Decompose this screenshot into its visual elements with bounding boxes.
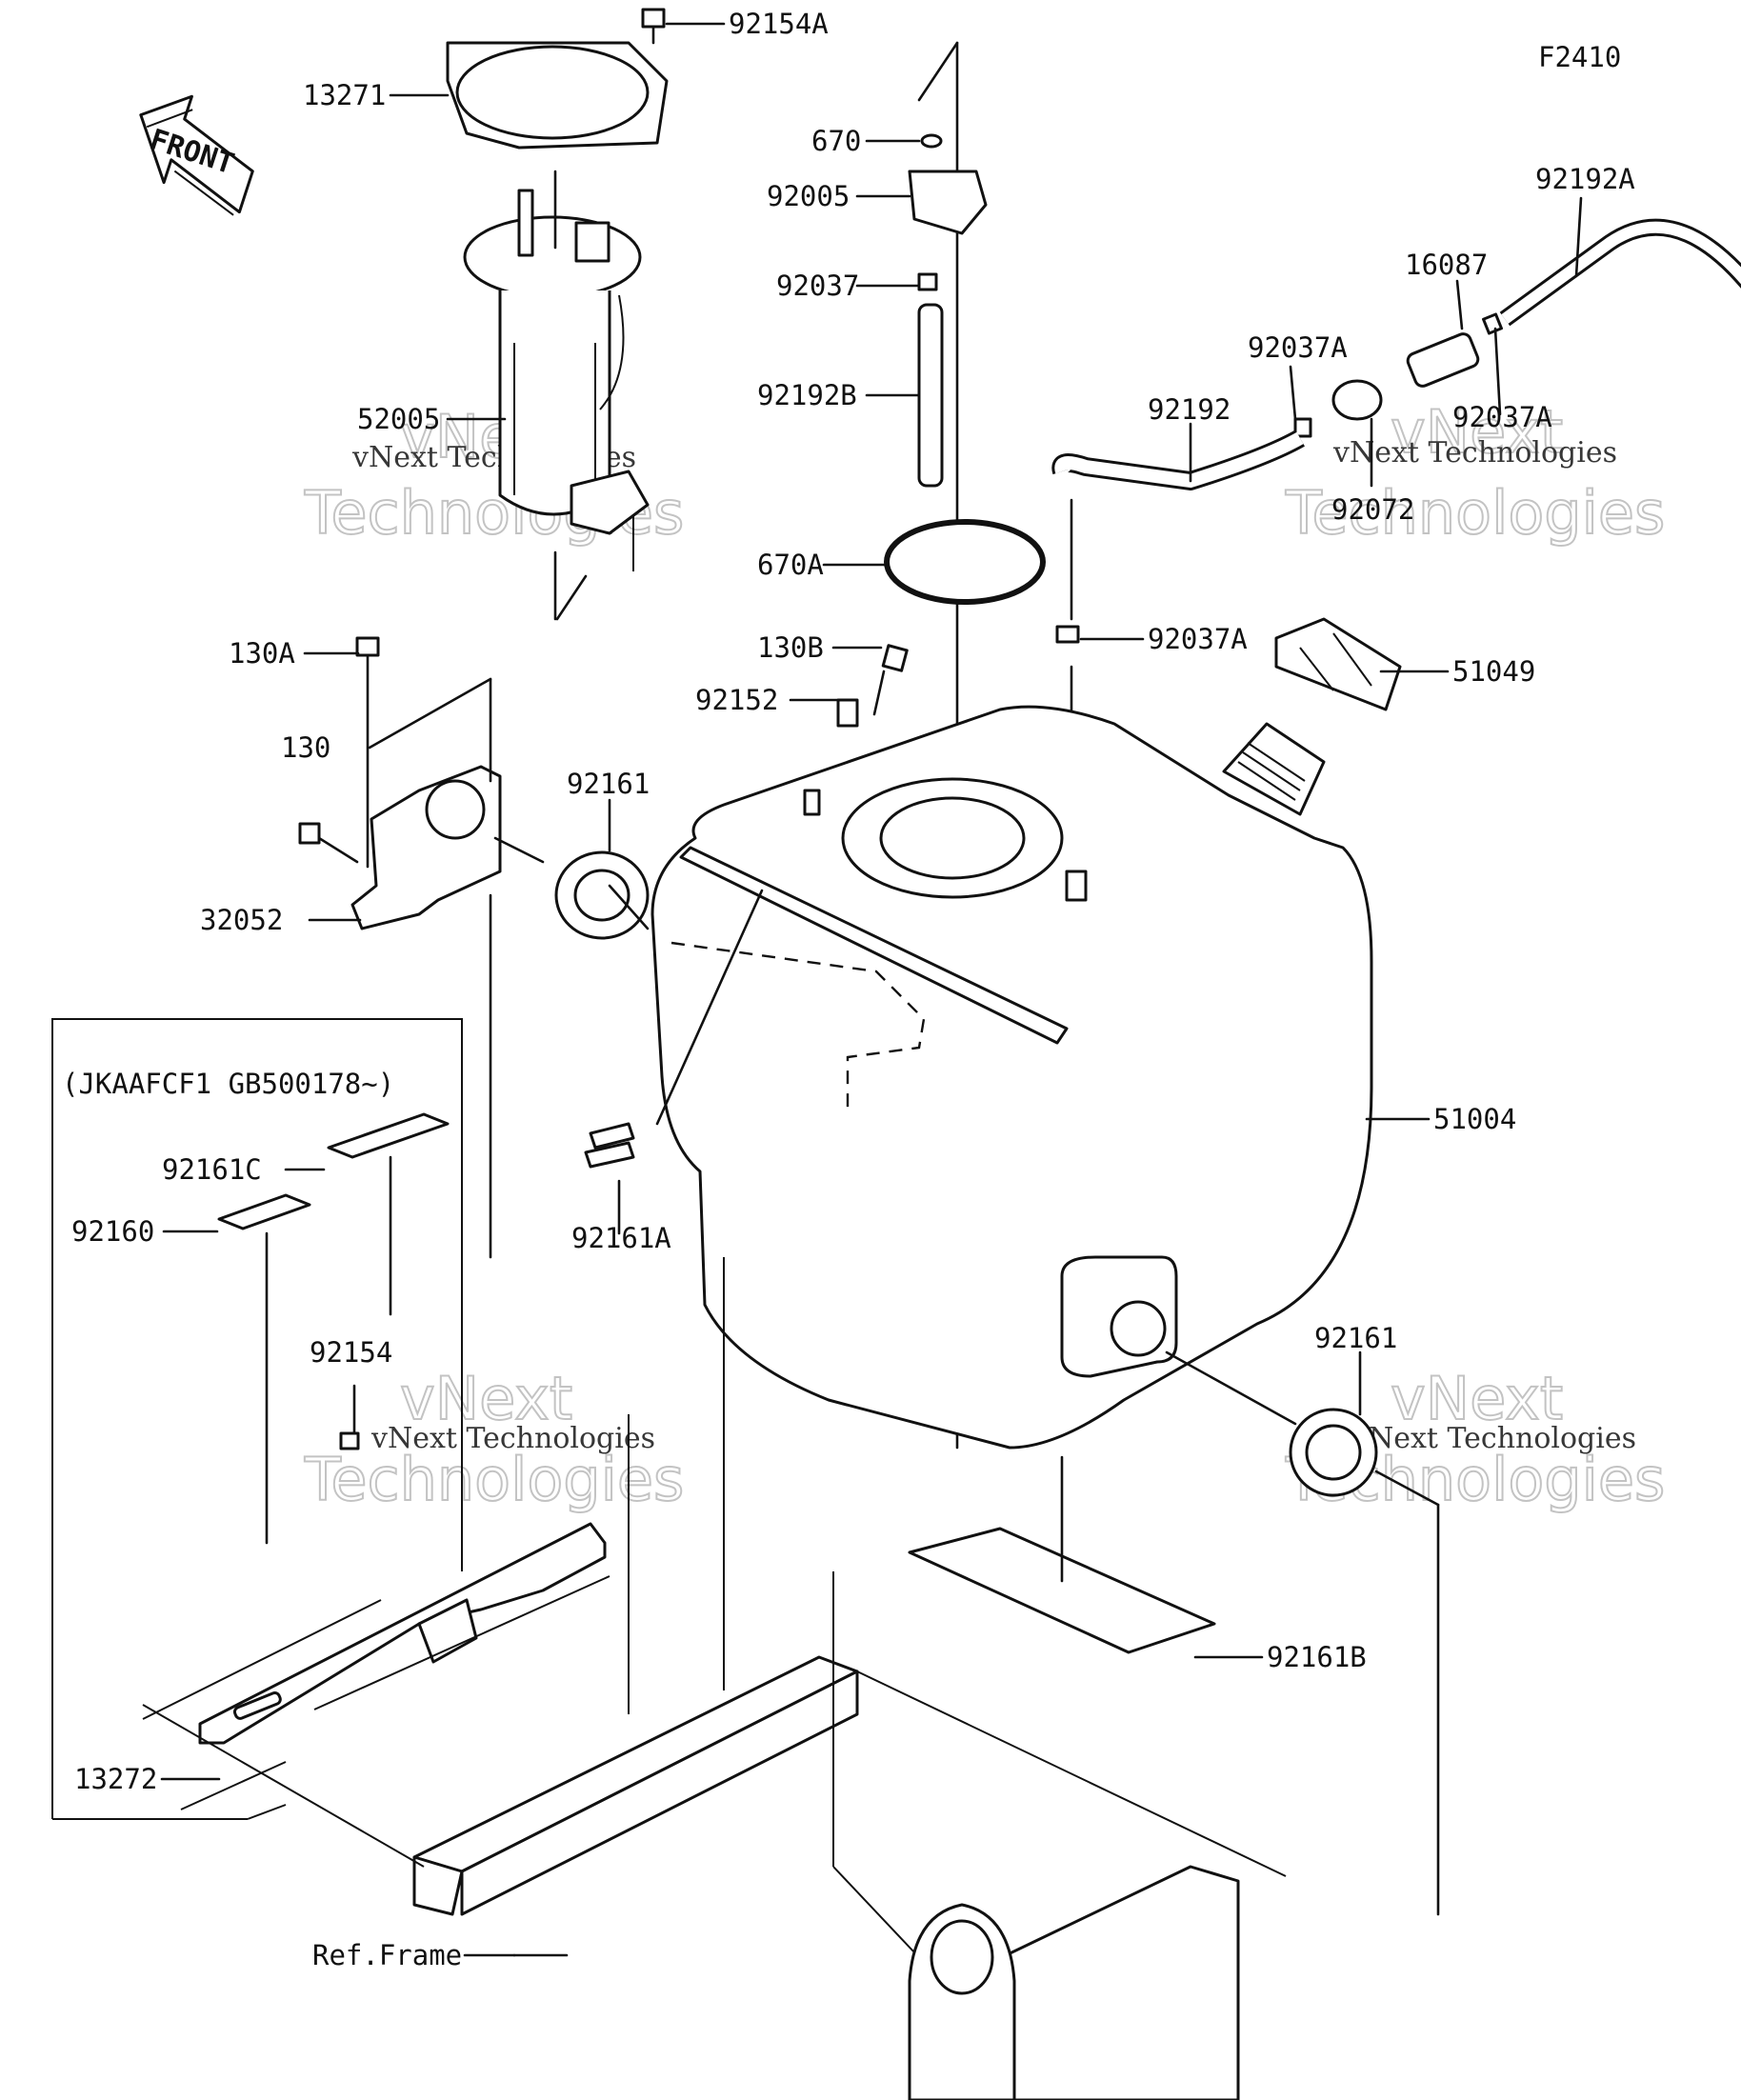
label-ref-frame: Ref.Frame (312, 1939, 462, 1971)
label-92005: 92005 (767, 180, 850, 212)
variant-box-label: (JKAAFCF1 GB500178~) (62, 1068, 394, 1100)
bracket-assembly (298, 636, 650, 1259)
label-92037: 92037 (776, 270, 859, 302)
small-parts (584, 644, 909, 1235)
label-92037A-top: 92037A (1248, 331, 1348, 364)
right-grommet (1165, 1350, 1440, 1916)
label-51004: 51004 (1433, 1103, 1516, 1135)
label-130: 130 (281, 731, 330, 764)
watermark-technologies: Technologies (304, 1445, 684, 1514)
diagram-code: F2410 (1538, 41, 1621, 73)
variant-box: (JKAAFCF1 GB500178~) (51, 1018, 610, 1820)
label-130A: 130A (229, 637, 295, 670)
front-arrow-icon: FRONT (139, 94, 254, 216)
label-92192B: 92192B (757, 379, 857, 411)
label-92192: 92192 (1148, 393, 1231, 426)
fuel-tank (650, 705, 1373, 1450)
label-130B: 130B (757, 631, 824, 664)
label-92072: 92072 (1331, 493, 1414, 526)
pad (908, 1455, 1216, 1654)
label-13271: 13271 (303, 79, 386, 111)
label-670: 670 (811, 125, 861, 157)
label-51049: 51049 (1452, 655, 1535, 688)
label-92161B: 92161B (1267, 1641, 1367, 1673)
label-92152: 92152 (695, 684, 778, 716)
watermark-caption: vNext Technologies (1332, 436, 1617, 470)
label-92154A: 92154A (729, 8, 829, 40)
label-92192A: 92192A (1535, 163, 1635, 195)
leader-lines (160, 22, 1583, 1957)
watermark-caption: vNext Technologies (370, 1422, 655, 1455)
fuel-cap (1274, 617, 1402, 711)
ref-frame (142, 1257, 1287, 2100)
label-92037A-mid: 92037A (1148, 623, 1248, 655)
label-92161-left: 92161 (567, 768, 650, 800)
label-92161C: 92161C (162, 1153, 262, 1186)
label-92161A: 92161A (571, 1222, 671, 1254)
label-52005: 52005 (357, 403, 440, 435)
watermark-vnext: vNext (1391, 1364, 1563, 1433)
watermark-vnext: vNext (1391, 397, 1563, 467)
label-32052: 32052 (200, 904, 283, 936)
label-16087: 16087 (1405, 249, 1488, 281)
watermark-technologies: Technologies (1285, 478, 1665, 548)
part-labels: 92154A 13271 52005 670 92005 92037 92192… (71, 8, 1635, 1971)
label-92160: 92160 (71, 1215, 154, 1248)
label-92037A-right: 92037A (1452, 401, 1552, 433)
label-13272: 13272 (74, 1763, 157, 1795)
fuel-pump-assembly (446, 8, 669, 621)
center-gauge-parts (884, 41, 1046, 1450)
label-92154: 92154 (310, 1336, 392, 1369)
watermark-vnext: vNext (400, 1364, 572, 1433)
watermark-caption: vNext Technologies (1351, 1422, 1636, 1455)
label-92161-right: 92161 (1314, 1322, 1397, 1354)
label-670A: 670A (757, 549, 824, 581)
